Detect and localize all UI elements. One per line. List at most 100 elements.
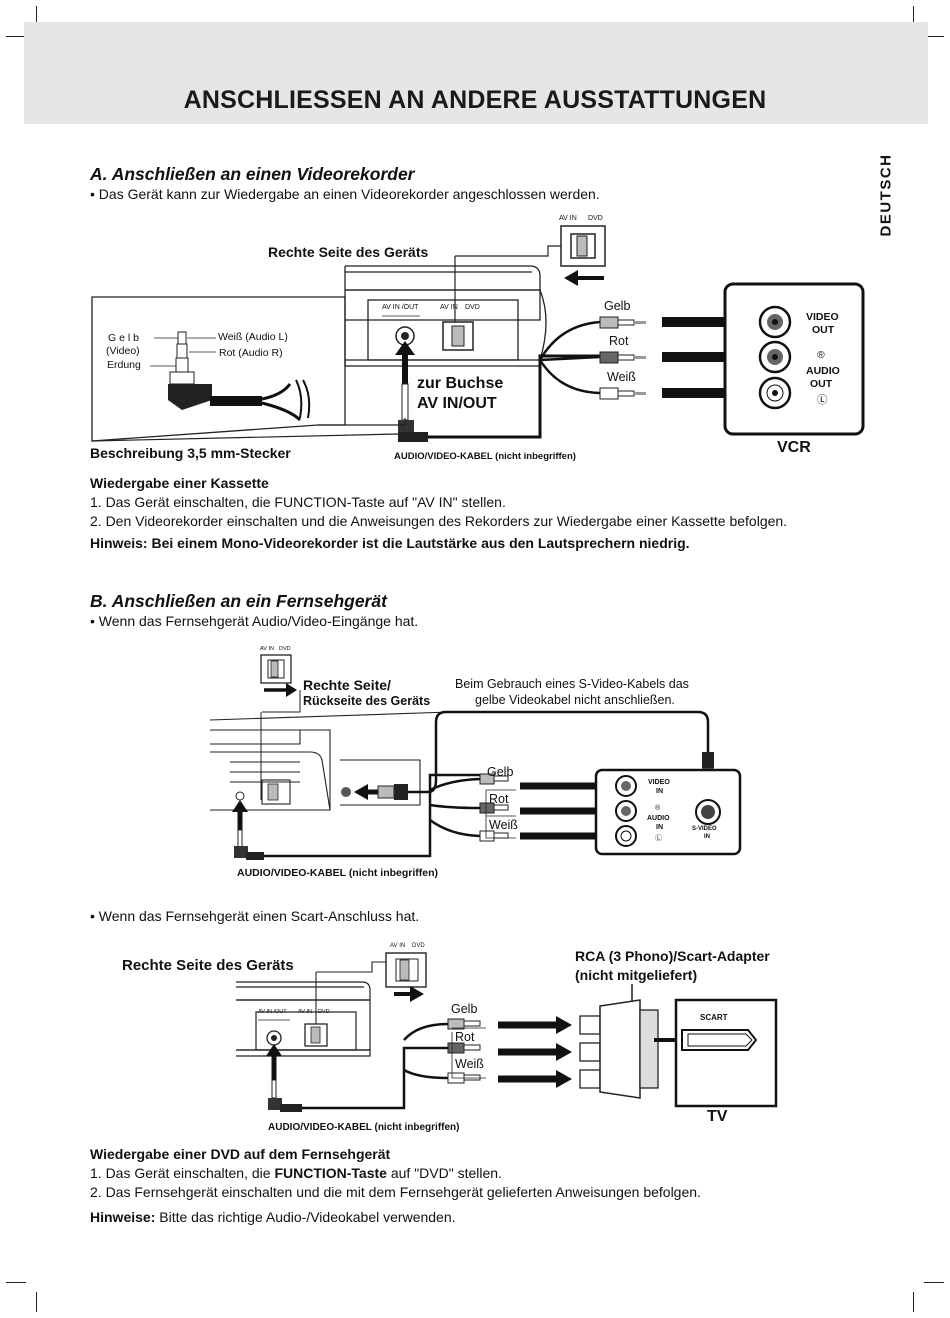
mini-plug-b1 [234, 829, 264, 860]
vcr-label: VCR [777, 439, 811, 456]
vcr-video-out-1: VIDEO [806, 311, 839, 323]
vcr-panel [723, 282, 865, 436]
plug-label-video: (Video) [106, 345, 140, 357]
dvd-step-1: 1. Das Gerät einschalten, die FUNCTION-T… [90, 1165, 502, 1181]
section-a-heading: A. Anschließen an einen Videorekorder [90, 164, 415, 184]
rca-plug-white-a [599, 387, 646, 400]
plug-drawing [168, 331, 311, 422]
switch-label-avin-b1: AV IN [260, 646, 274, 652]
crop-mark [6, 36, 26, 37]
section-b-hint-label: Hinweise: [90, 1209, 156, 1225]
panel-label-avinout-b2: AV IN /OUT [258, 1009, 287, 1015]
device-body-a [344, 265, 547, 367]
vcr-audio-out-2: OUT [810, 378, 833, 390]
svideo-note-line1: Beim Gebrauch eines S-Video-Kabels das [455, 677, 689, 691]
cable-caption-b2: AUDIO/VIDEO-KABEL (nicht inbegriffen) [268, 1122, 460, 1133]
crop-mark [924, 36, 944, 37]
side-label-b1-line2: Rückseite des Geräts [303, 694, 431, 708]
cassette-playback-heading: Wiedergabe einer Kassette [90, 475, 269, 491]
device-body-b1 [209, 711, 451, 811]
switch-label-avin-b2: AV IN [390, 943, 406, 949]
crop-mark [36, 6, 37, 26]
rca-plug-yellow-a [599, 316, 646, 329]
tv-video-in-1: VIDEO [648, 779, 670, 786]
switch-label-dvd-b2: DVD [412, 943, 425, 949]
plug-label-weiss: Weiß (Audio L) [218, 331, 288, 343]
av-dvd-switch-b2 [385, 952, 427, 988]
mini-plug-a [398, 354, 600, 442]
av-inout-label: AV IN/OUT [417, 395, 497, 412]
mini-plug-b2 [268, 1079, 302, 1112]
right-side-label-a: Rechte Seite des Geräts [268, 244, 429, 260]
cable-gelb-b2: Gelb [451, 1002, 478, 1016]
panel-label-avin-a: AV IN [440, 304, 458, 311]
dvd-playback-heading: Wiedergabe einer DVD auf dem Fernsehgerä… [90, 1146, 391, 1162]
cassette-step-2: 2. Den Videorekorder einschalten und die… [90, 513, 788, 529]
crop-mark [6, 1282, 26, 1283]
vcr-l-symbol: Ⓛ [817, 394, 828, 406]
av-dvd-switch-b1 [260, 654, 292, 684]
scart-label: SCART [700, 1013, 728, 1022]
crop-mark [924, 1282, 944, 1283]
cassette-step-1: 1. Das Gerät einschalten, die FUNCTION-T… [90, 494, 506, 510]
section-b-intro-av: • Wenn das Fernsehgerät Audio/Video-Eing… [90, 613, 419, 629]
tv-box-scart [674, 998, 778, 1108]
tv-in: IN [656, 824, 663, 831]
dvd-step-1-bold: FUNCTION-Taste [274, 1165, 387, 1181]
header-band [24, 22, 928, 124]
crop-mark [913, 1292, 914, 1312]
plug-label-erdung: Erdung [107, 359, 141, 371]
tv-audio: AUDIO [647, 815, 670, 822]
switch-label-avin-a: AV IN [559, 215, 577, 222]
cable-rot-b2: Rot [455, 1030, 475, 1044]
right-side-label-b2: Rechte Seite des Geräts [122, 957, 294, 974]
section-b-hint-text: Bitte das richtige Audio-/Videokabel ver… [155, 1209, 456, 1225]
cable-weiss-b1: Weiß [489, 818, 518, 832]
dvd-step-1-prefix: 1. Das Gerät einschalten, die [90, 1165, 275, 1181]
tv-video-in-2: IN [656, 788, 663, 795]
section-a-hint: Hinweis: Bei einem Mono-Videorekorder is… [90, 535, 690, 551]
dvd-step-1-suffix: auf "DVD" stellen. [386, 1165, 502, 1181]
page-title: ANSCHLIESSEN AN ANDERE AUSSTATTUNGEN [183, 86, 767, 114]
section-b-hint: Hinweise: Bitte das richtige Audio-/Vide… [90, 1209, 456, 1225]
switch-label-dvd-b1: DVD [279, 646, 291, 652]
tv-svideo-1: S-VIDEO [692, 826, 717, 832]
cable-gelb-b1: Gelb [487, 765, 514, 779]
panel-label-avin-b2: AV IN [298, 1009, 312, 1015]
vcr-r-symbol: ® [817, 349, 825, 361]
svideo-plug-b1 [354, 710, 715, 800]
tv-svideo-2: IN [704, 834, 710, 840]
crop-mark [913, 6, 914, 26]
tv-label: TV [707, 1108, 728, 1125]
cable-weiss-b2: Weiß [455, 1057, 484, 1071]
cable-caption-b1: AUDIO/VIDEO-KABEL (nicht inbegriffen) [237, 867, 439, 879]
rca-plug-red-a [599, 351, 646, 364]
arrow-left-head [564, 270, 578, 286]
av-dvd-switch-a [560, 225, 606, 267]
cable-weiss-a: Weiß [607, 370, 636, 384]
scart-adapter [579, 984, 659, 1099]
dvd-step-2: 2. Das Fernsehgerät einschalten und die … [90, 1184, 701, 1200]
cable-gelb-a: Gelb [604, 299, 631, 313]
section-b-heading: B. Anschließen an ein Fernsehgerät [90, 591, 387, 611]
svideo-note-line2: gelbe Videokabel nicht anschließen. [475, 693, 675, 707]
cable-caption-a: AUDIO/VIDEO-KABEL (nicht inbegriffen) [394, 451, 576, 462]
plug-caption: Beschreibung 3,5 mm-Stecker [90, 445, 291, 461]
plug-label-gelb: G e l b [108, 332, 139, 344]
crop-mark [36, 1292, 37, 1312]
side-label-b1-line1: Rechte Seite/ [303, 677, 391, 693]
zur-buchse-label: zur Buchse [417, 375, 504, 392]
switch-label-dvd-a: DVD [588, 215, 603, 222]
section-a-intro: • Das Gerät kann zur Wiedergabe an einen… [90, 186, 600, 202]
tv-r-symbol: ® [655, 805, 661, 812]
panel-label-avinout-a: AV IN /OUT [382, 304, 419, 311]
cable-rot-b1: Rot [489, 792, 509, 806]
adapter-label-line1: RCA (3 Phono)/Scart-Adapter [575, 948, 770, 964]
device-body-b2 [236, 981, 371, 1057]
plug-label-rot: Rot (Audio R) [219, 347, 283, 359]
panel-label-dvd-b2: DVD [318, 1009, 330, 1015]
vcr-audio-out-1: AUDIO [806, 365, 840, 377]
cable-rot-a: Rot [609, 334, 629, 348]
tv-l-symbol: Ⓛ [655, 835, 662, 842]
